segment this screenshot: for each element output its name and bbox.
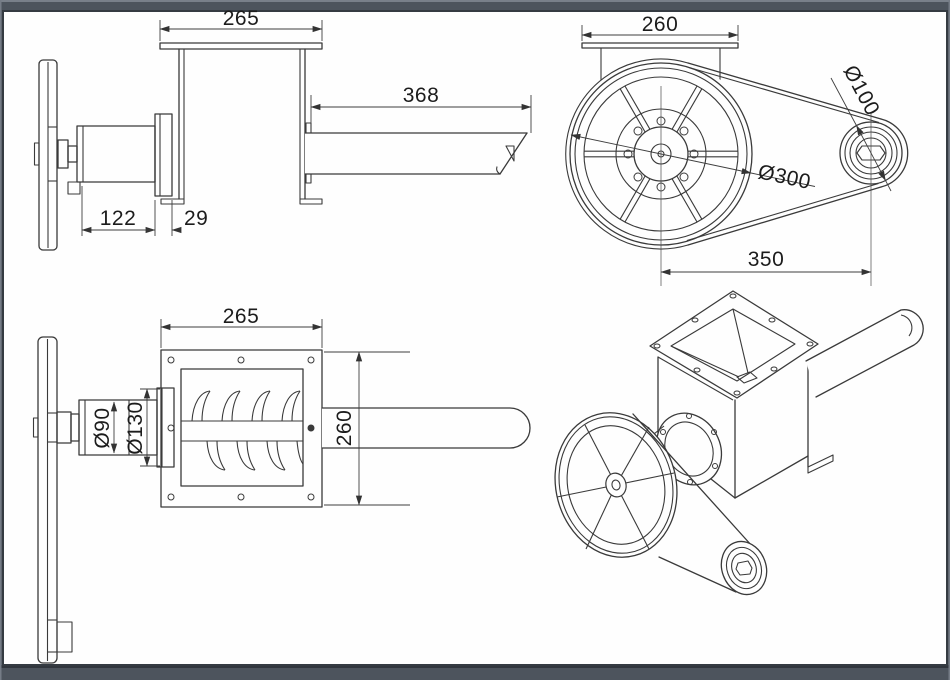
dim-plan-flange-width: 265	[223, 305, 260, 328]
dim-side-plate-thickness: 29	[184, 207, 208, 230]
front-hopper	[581, 42, 739, 85]
plan-view: 265 260 Ø90 Ø130	[32, 305, 531, 664]
side-dimensions: 265 368 122 29	[81, 7, 532, 236]
front-belt	[686, 62, 909, 246]
iso-belt-drive	[632, 413, 768, 596]
dim-plan-housing-diameter: Ø130	[124, 401, 147, 454]
plan-flange-plate	[160, 349, 323, 508]
plan-discharge-tube	[321, 407, 531, 449]
dim-side-tube-length: 368	[403, 84, 440, 107]
plan-small-pulley-edge	[56, 621, 73, 653]
side-view: 265 368 122 29	[33, 7, 532, 251]
iso-drive-wheel	[554, 412, 678, 558]
paper-canvas	[2, 10, 948, 666]
side-pulley-edge	[33, 59, 58, 251]
isometric-view	[554, 290, 924, 596]
side-drive-housing	[57, 113, 173, 197]
side-discharge-tube	[304, 132, 528, 175]
plan-auger-screw	[181, 390, 304, 471]
dim-front-flange-width: 260	[642, 13, 679, 36]
dim-side-drive-length: 122	[100, 207, 137, 230]
dim-plan-flange-depth: 260	[333, 410, 356, 447]
iso-pulley-hex-bore	[735, 560, 753, 576]
plan-bolt-holes	[167, 356, 315, 501]
dim-front-center-distance: 350	[748, 248, 785, 271]
plan-opening	[180, 368, 304, 487]
dim-side-flange-width: 265	[223, 7, 260, 30]
iso-discharge-tube	[805, 309, 924, 398]
plan-dimensions: 265 260 Ø90 Ø130	[91, 305, 410, 506]
dim-plan-motor-diameter: Ø90	[91, 407, 114, 448]
iso-bolt-holes	[653, 293, 814, 396]
side-hopper	[159, 42, 323, 205]
plan-pulley-edge	[32, 336, 73, 664]
plan-drive-housing	[56, 387, 175, 468]
